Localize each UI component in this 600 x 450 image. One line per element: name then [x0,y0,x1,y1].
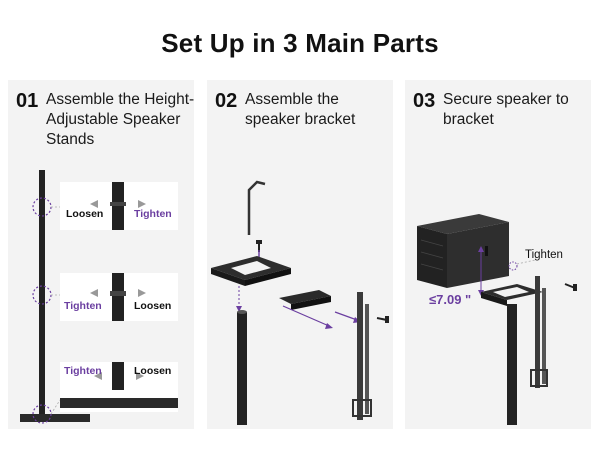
bracket-arm [279,290,331,304]
step-header-3: 03 Secure speaker to bracket [413,90,591,130]
step-title: Assemble the Height-Adjustable Speaker S… [46,91,194,148]
step-header-1: 01 Assemble the Height-Adjustable Speake… [16,90,194,150]
step-number: 02 [215,90,238,112]
speaker-side [417,226,447,288]
stand-illustration [20,170,90,424]
speaker-mount-illustration [417,214,577,425]
inset-label-loosen: Loosen [66,208,104,220]
detail-inset-2: Tighten Loosen [60,273,178,321]
step-panel-3: 03 Secure speaker to bracket Tigh [405,80,591,429]
stand-pole [39,170,45,415]
inset-label-loosen: Loosen [134,365,172,377]
speaker-top [417,214,509,234]
stand-base [20,414,90,422]
step-number: 01 [16,90,39,112]
stand-pole [507,304,517,425]
inset-label-tighten: Tighten [134,208,172,220]
vertical-bracket [535,276,540,388]
step-panel-1: 01 Assemble the Height-Adjustable Speake… [8,80,194,429]
inset-label-tighten: Tighten [64,300,102,312]
vertical-bracket [357,292,363,420]
step-title: Secure speaker to bracket [443,91,569,128]
step-number: 03 [413,90,436,112]
max-dimension-label: ≤7.09 " [429,292,472,307]
speaker-front [447,222,509,288]
step-panel-2: 02 Assemble the speaker bracket [207,80,393,429]
step-header-2: 02 Assemble the speaker bracket [215,90,393,130]
detail-inset-1: Loosen Tighten [60,182,178,230]
tighten-label: Tighten [525,249,563,261]
bracket-illustration [211,180,389,425]
inset-label-loosen: Loosen [134,300,172,312]
inset-label-tighten: Tighten [64,365,102,377]
hex-wrench [247,180,266,235]
detail-inset-3: Tighten Loosen [60,362,178,412]
stand-pole [237,312,247,425]
step-title: Assemble the speaker bracket [245,91,356,128]
page-title: Set Up in 3 Main Parts [161,28,439,58]
